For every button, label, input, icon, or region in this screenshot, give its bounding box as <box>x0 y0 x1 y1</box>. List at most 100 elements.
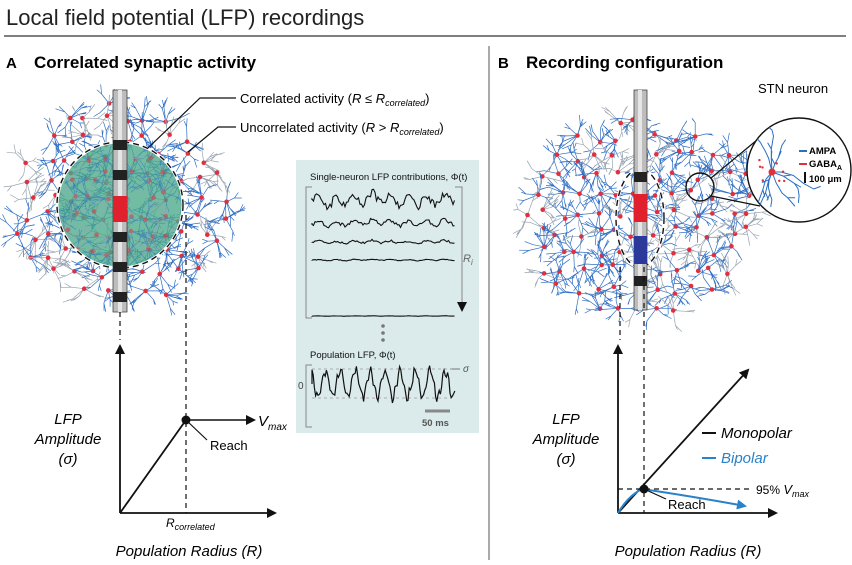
callout-correlated: Correlated activity (R ≤ Rcorrelated) <box>240 91 430 108</box>
soma <box>615 306 621 311</box>
dendrite <box>55 101 92 137</box>
soma <box>553 281 559 286</box>
dendrite <box>582 290 613 314</box>
soma <box>70 139 75 145</box>
bipolar-contact <box>634 236 647 264</box>
soma <box>126 247 132 253</box>
dendrite <box>85 153 110 195</box>
gaba-synapse <box>758 158 761 162</box>
soma <box>610 262 616 268</box>
soma <box>599 227 604 232</box>
soma <box>628 234 633 240</box>
soma <box>654 306 659 311</box>
dendrite <box>10 178 55 215</box>
single-neuron-trace <box>311 217 455 229</box>
soma <box>705 265 711 271</box>
soma <box>729 244 734 249</box>
x-axis-label-a: Population Radius (R) <box>116 543 263 560</box>
soma <box>65 227 71 233</box>
soma <box>104 252 109 258</box>
monopolar-contact <box>634 194 647 222</box>
dendrite <box>659 132 697 170</box>
soma <box>201 160 207 166</box>
soma <box>577 191 582 197</box>
soma <box>743 224 749 230</box>
gaba-synapse <box>758 165 762 168</box>
figure-title: Local field potential (LFP) recordings <box>6 5 364 30</box>
lfp-inset: Single-neuron LFP contributions, Φ(t) Ri… <box>296 160 479 433</box>
amplitude-curve-rise <box>119 419 187 514</box>
reach-pointer-a <box>185 419 208 441</box>
dendrite <box>690 269 733 297</box>
soma <box>556 171 561 176</box>
dendrite <box>556 235 597 275</box>
inset-bracket-left-2 <box>305 364 312 428</box>
soma <box>185 151 191 156</box>
population-lfp-label: Population LFP, Φ(t) <box>310 350 396 361</box>
dendrite <box>697 250 718 279</box>
soma <box>176 266 181 272</box>
single-neuron-traces <box>311 188 456 317</box>
zoom-source-circle <box>685 172 715 202</box>
soma <box>103 157 108 163</box>
stn-neuron-drawing <box>752 125 821 214</box>
soma <box>671 250 676 256</box>
soma <box>689 149 694 155</box>
electrode-a <box>112 89 128 313</box>
neuron-population-b <box>512 102 771 332</box>
gaba-label: GABAA <box>809 159 842 172</box>
soma <box>669 170 675 175</box>
dendrite <box>209 181 242 227</box>
dendrite <box>569 252 607 292</box>
panel-a-heading: Correlated synaptic activity <box>34 53 257 72</box>
soma <box>598 191 603 196</box>
soma <box>61 158 67 163</box>
dendrite <box>670 118 714 150</box>
soma <box>743 211 749 217</box>
soma <box>618 120 623 126</box>
ellipsis-dot <box>381 338 385 342</box>
dendrite <box>539 263 575 296</box>
soma <box>688 283 694 289</box>
monopolar-label: Monopolar <box>721 425 793 442</box>
soma <box>49 178 54 183</box>
reach-label-a: Reach <box>210 438 248 453</box>
ellipsis-dot <box>381 331 385 335</box>
soma <box>196 265 201 271</box>
soma <box>140 269 145 275</box>
soma <box>184 139 190 144</box>
soma <box>575 133 580 138</box>
zoom-connector-top <box>710 139 758 179</box>
dendrite <box>145 97 190 123</box>
dendrite <box>689 221 731 257</box>
soma <box>74 210 80 215</box>
zoom-connector-bottom <box>710 195 761 207</box>
panel-b-heading: Recording configuration <box>526 53 723 72</box>
dendrite <box>517 172 554 206</box>
soma <box>652 132 657 137</box>
dendrite <box>601 125 619 161</box>
soma <box>695 268 701 274</box>
soma <box>129 169 135 174</box>
soma <box>195 212 200 217</box>
soma <box>157 271 162 277</box>
soma <box>167 132 172 137</box>
single-neuron-trace <box>311 258 455 262</box>
panel-a-letter: A <box>6 55 17 72</box>
soma <box>24 179 30 185</box>
gaba-synapse <box>778 179 781 182</box>
soma <box>23 160 28 166</box>
soma <box>73 194 78 199</box>
soma <box>106 101 112 106</box>
dendrite <box>725 211 764 246</box>
dendrite <box>592 264 629 301</box>
dendrite <box>671 135 704 168</box>
soma <box>611 284 617 290</box>
single-neuron-trace <box>311 188 456 211</box>
ellipsis-dot <box>381 324 385 328</box>
soma <box>161 190 166 195</box>
dendrite <box>191 250 217 273</box>
soma <box>575 212 580 218</box>
dendrite <box>199 162 230 193</box>
single-neuron-trace <box>311 238 455 245</box>
